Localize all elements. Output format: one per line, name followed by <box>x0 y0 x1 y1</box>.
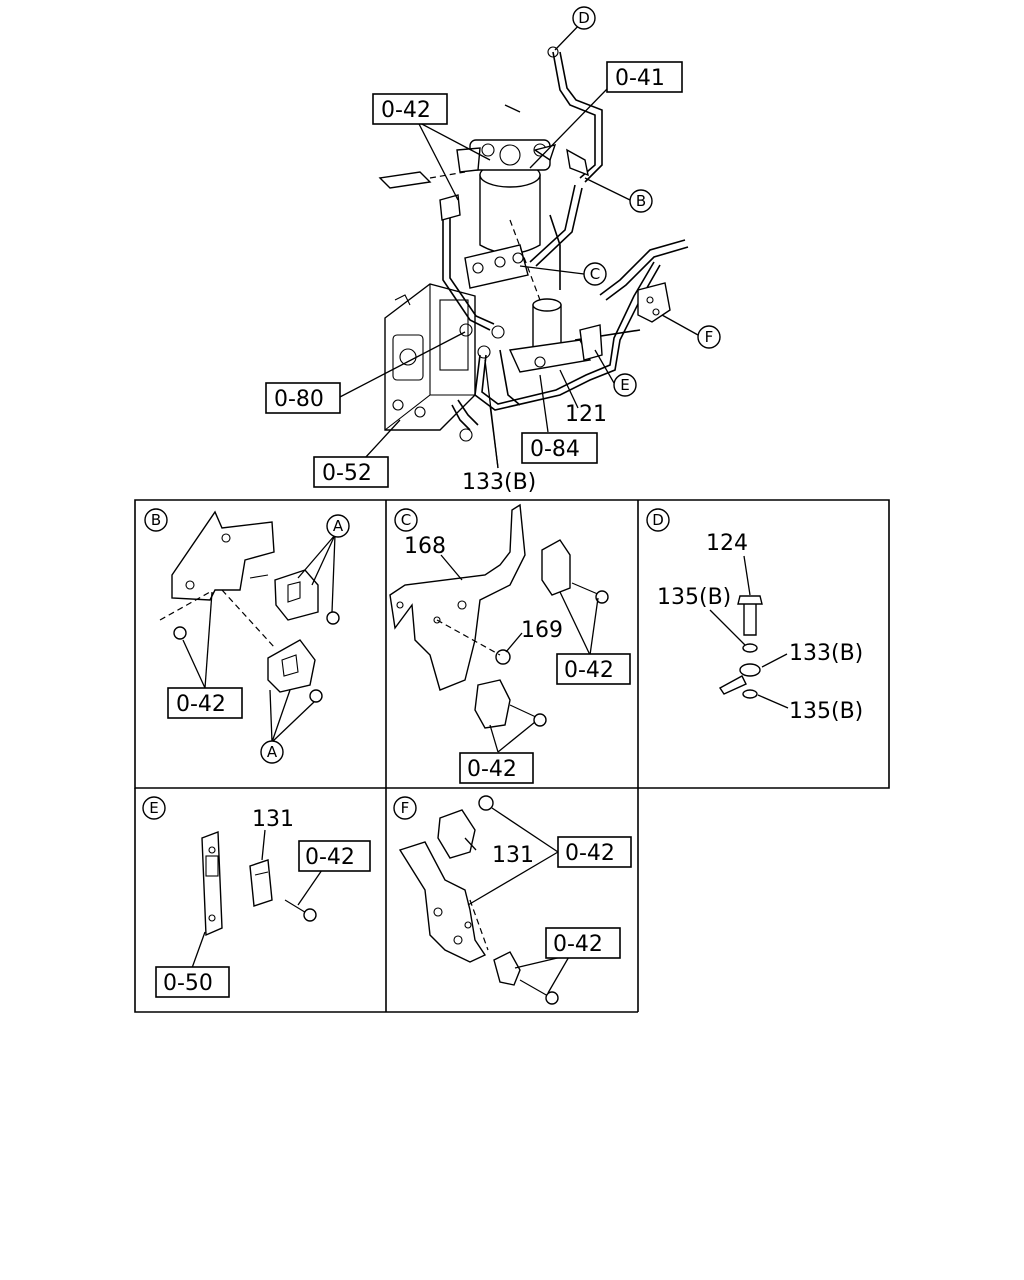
svg-text:A: A <box>267 743 278 761</box>
svg-text:0-42: 0-42 <box>565 841 615 866</box>
nut-left <box>173 626 187 640</box>
drain-dash <box>429 171 466 179</box>
main-assembly-view: D B C F E 0-41 0-42 0-80 <box>265 6 721 495</box>
svg-text:0-42: 0-42 <box>564 658 614 683</box>
pipe-hidden-line <box>509 219 541 301</box>
washer-top <box>742 643 758 653</box>
detail-f-part-ref-0-42-top: 0-42 <box>557 836 632 868</box>
part-ref-0-41: 0-41 <box>606 61 683 93</box>
part-number-135b-bottom: 135(B) <box>789 699 863 724</box>
clamp-lower <box>267 639 316 693</box>
callout-e: E <box>613 373 637 397</box>
bolt-bottom <box>533 713 547 727</box>
priming-pump <box>508 298 592 373</box>
svg-text:0-42: 0-42 <box>467 757 517 782</box>
part-number-121: 121 <box>565 402 607 427</box>
nut-169 <box>495 649 511 665</box>
svg-text:F: F <box>401 799 410 817</box>
svg-text:0-42: 0-42 <box>176 692 226 717</box>
nut-upper <box>326 611 340 625</box>
eye-joint-133b <box>718 675 747 695</box>
svg-text:0-52: 0-52 <box>322 461 372 486</box>
part-number-133b: 133(B) <box>462 470 536 495</box>
svg-text:E: E <box>149 799 158 817</box>
detail-d: D 124 135(B) 133(B) 135(B) <box>646 508 863 724</box>
injection-pump <box>384 283 476 431</box>
detail-f: F 131 0-42 0-42 <box>393 795 632 1005</box>
part-number-169: 169 <box>521 618 563 643</box>
svg-text:0-42: 0-42 <box>305 845 355 870</box>
svg-text:C: C <box>590 265 600 283</box>
svg-text:A: A <box>333 517 344 535</box>
bolt-top-f <box>478 795 494 811</box>
part-number-131: 131 <box>252 807 294 832</box>
part-number-168: 168 <box>404 534 446 559</box>
clamp-bottom <box>474 679 511 729</box>
detail-f-letter: F <box>393 796 417 820</box>
svg-text:0-42: 0-42 <box>553 932 603 957</box>
svg-text:B: B <box>636 192 646 210</box>
ref-a-bottom: A <box>260 740 284 764</box>
ref-a-top: A <box>326 514 350 538</box>
svg-text:C: C <box>401 511 411 529</box>
svg-text:E: E <box>620 376 629 394</box>
detail-d-letter: D <box>646 508 670 532</box>
detail-c-part-ref-0-42-bottom: 0-42 <box>459 752 534 784</box>
callout-f: F <box>697 325 721 349</box>
bracket-168 <box>389 503 526 691</box>
fuel-manifold <box>464 244 529 289</box>
part-number-124: 124 <box>706 531 748 556</box>
bracket-plate <box>171 510 275 601</box>
detail-b-part-ref-0-42: 0-42 <box>167 687 243 719</box>
part-number-133b: 133(B) <box>789 641 863 666</box>
svg-text:D: D <box>578 9 590 27</box>
clamp-upper <box>274 569 319 621</box>
detail-c: C 168 169 0-42 0-42 <box>389 503 631 784</box>
part-ref-0-52: 0-52 <box>313 456 389 488</box>
part-ref-0-42: 0-42 <box>372 93 448 125</box>
svg-text:0-42: 0-42 <box>381 98 431 123</box>
detail-f-part-ref-0-42-bottom: 0-42 <box>545 927 621 959</box>
svg-text:F: F <box>705 328 714 346</box>
detail-e: E 131 0-42 0-50 <box>142 796 371 998</box>
bolt-lower-f <box>545 991 559 1005</box>
svg-text:0-80: 0-80 <box>274 387 324 412</box>
detail-b: B A A 0-42 <box>144 508 350 764</box>
callout-d: D <box>572 6 596 30</box>
svg-text:B: B <box>151 511 161 529</box>
part-ref-0-84: 0-84 <box>521 432 598 464</box>
fuel-pipes <box>442 51 689 431</box>
detail-e-letter: E <box>142 796 166 820</box>
callout-b: B <box>629 189 653 213</box>
svg-text:D: D <box>652 511 664 529</box>
pipe-brackets <box>439 46 671 442</box>
detail-c-letter: C <box>394 508 418 532</box>
svg-text:0-84: 0-84 <box>530 437 580 462</box>
clamp-lower-f <box>493 951 521 986</box>
washer-bottom <box>742 689 758 699</box>
bracket-plate-f <box>398 841 487 963</box>
detail-c-part-ref-0-42-right: 0-42 <box>556 653 631 685</box>
part-number-135b-top: 135(B) <box>657 585 731 610</box>
fuel-filter <box>469 139 551 255</box>
bolt-e <box>303 908 317 922</box>
detail-b-letter: B <box>144 508 168 532</box>
svg-text:0-50: 0-50 <box>163 971 213 996</box>
drain-hose <box>378 171 432 189</box>
part-ref-0-80: 0-80 <box>265 382 341 414</box>
detail-grid <box>134 499 890 1013</box>
detail-e-part-ref-0-42: 0-42 <box>298 840 371 872</box>
clamp-131-f <box>437 809 476 859</box>
clamp-right <box>541 539 571 596</box>
svg-text:0-41: 0-41 <box>615 66 665 91</box>
clamp-131 <box>249 859 273 907</box>
nut-lower <box>309 689 323 703</box>
part-number-131-f: 131 <box>492 843 534 868</box>
callout-c: C <box>583 262 607 286</box>
detail-e-part-ref-0-50: 0-50 <box>155 966 230 998</box>
bolt-right <box>595 590 609 604</box>
bracket-plate-e <box>201 831 223 937</box>
